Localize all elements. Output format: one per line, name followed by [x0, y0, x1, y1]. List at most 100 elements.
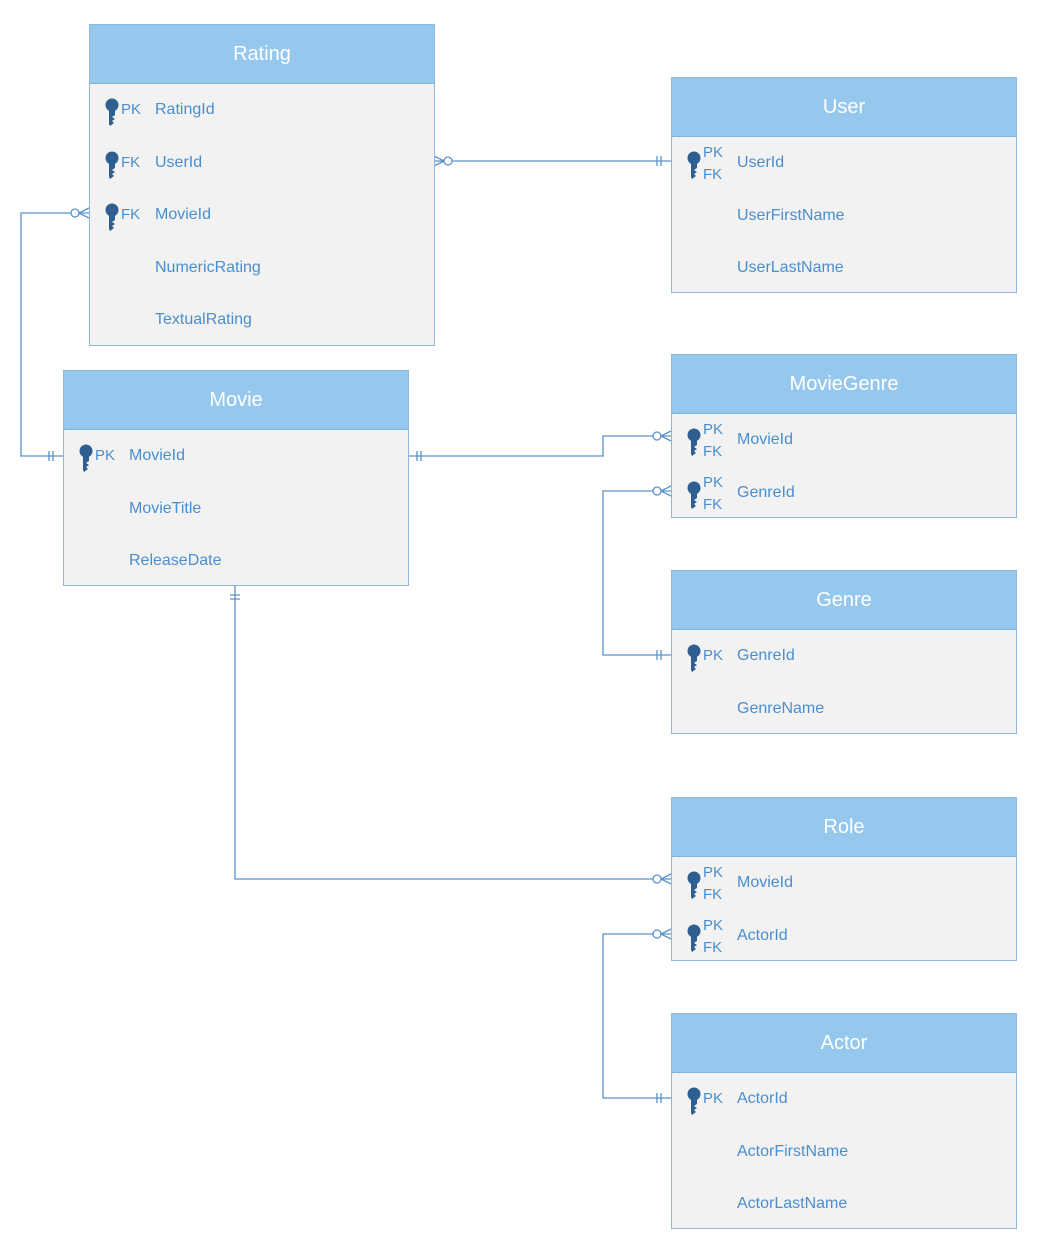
key-tag: PK [703, 864, 724, 881]
key-icon [686, 481, 702, 509]
zero-mark-role-movie [652, 874, 662, 884]
entity-title: MovieGenre [672, 355, 1016, 414]
zero-mark-moviegenre-genre [652, 486, 662, 496]
field-row[interactable]: PK GenreId [672, 630, 1016, 683]
key-tag: FK [703, 938, 723, 956]
field-row[interactable]: PK FK ActorId [672, 910, 1016, 963]
field-row[interactable]: PK FK MovieId [672, 414, 1016, 467]
field-row[interactable]: PK FK GenreId [672, 467, 1016, 520]
key-icon [686, 428, 702, 456]
field-name: MovieTitle [129, 499, 202, 517]
zero-mark-moviegenre-movie [652, 431, 662, 441]
key-tag: PK [703, 473, 724, 491]
field-row[interactable]: PK MovieId [64, 430, 408, 483]
zero-mark-role-actor [652, 929, 662, 939]
field-name: GenreName [737, 699, 825, 717]
entity-title: Actor [672, 1014, 1016, 1073]
field-name: GenreId [737, 483, 795, 501]
field-row[interactable]: PK FK UserId [672, 137, 1016, 190]
bar-mark-movie-1 [48, 451, 54, 461]
key-tag: PK [703, 1090, 724, 1107]
field-name: UserId [737, 154, 785, 171]
key-icon [686, 924, 702, 952]
field-row[interactable]: TextualRating [90, 294, 434, 347]
zero-mark-rating-user [443, 156, 453, 166]
key-tag: PK [703, 647, 724, 664]
key-tag: FK [121, 206, 141, 223]
zero-mark-rating-movie [70, 208, 80, 218]
field-name: TextualRating [155, 311, 252, 328]
field-name: ActorLastName [737, 1195, 848, 1212]
connector-moviegenre-genre [602, 490, 671, 656]
bar-mark-movie-3 [230, 594, 240, 600]
field-row[interactable]: UserFirstName [672, 190, 1016, 243]
field-row[interactable]: MovieTitle [64, 483, 408, 536]
bar-mark-actor [656, 1093, 662, 1103]
connector-movie-role [234, 586, 671, 880]
field-name: MovieId [737, 874, 794, 891]
field-row[interactable]: FK MovieId [90, 189, 434, 242]
key-tag: FK [703, 166, 723, 183]
key-tag: PK [703, 916, 724, 934]
key-icon [104, 151, 120, 179]
field-name: UserLastName [737, 259, 844, 276]
key-tag: PK [95, 447, 116, 464]
connector-rating-movie [20, 212, 89, 457]
entity-title: User [672, 78, 1016, 137]
field-row[interactable]: PK RatingId [90, 84, 434, 137]
bar-mark-user-1 [656, 156, 662, 166]
field-name: ActorId [737, 1090, 788, 1107]
field-row[interactable]: UserLastName [672, 242, 1016, 295]
bar-mark-genre [656, 650, 662, 660]
key-icon [686, 871, 702, 899]
field-name: NumericRating [155, 258, 261, 276]
entity-title: Rating [90, 25, 434, 84]
field-row[interactable]: PK ActorId [672, 1073, 1016, 1126]
field-row[interactable]: GenreName [672, 683, 1016, 736]
field-name: MovieId [737, 431, 794, 448]
field-name: RatingId [155, 101, 215, 118]
key-tag: FK [703, 443, 723, 460]
field-row[interactable]: NumericRating [90, 242, 434, 295]
key-icon [104, 203, 120, 231]
field-name: ReleaseDate [129, 552, 222, 569]
field-name: ActorFirstName [737, 1142, 849, 1160]
field-name: UserFirstName [737, 206, 845, 224]
field-name: GenreId [737, 647, 795, 664]
key-tag: FK [703, 495, 723, 513]
key-tag: PK [703, 421, 724, 438]
entity-title: Role [672, 798, 1016, 857]
key-tag: PK [703, 144, 724, 161]
key-icon [104, 98, 120, 126]
key-icon [78, 444, 94, 472]
connector-role-actor [602, 933, 671, 1099]
key-icon [686, 644, 702, 672]
key-tag: PK [121, 101, 142, 118]
key-tag: FK [121, 153, 141, 171]
field-name: ActorId [737, 926, 788, 944]
key-icon [686, 1087, 702, 1115]
field-row[interactable]: ActorLastName [672, 1178, 1016, 1231]
field-row[interactable]: ActorFirstName [672, 1126, 1016, 1179]
field-row[interactable]: ReleaseDate [64, 535, 408, 588]
field-name: MovieId [155, 206, 212, 223]
bar-mark-movie-2 [416, 451, 422, 461]
entity-title: Genre [672, 571, 1016, 630]
field-name: MovieId [129, 447, 186, 464]
